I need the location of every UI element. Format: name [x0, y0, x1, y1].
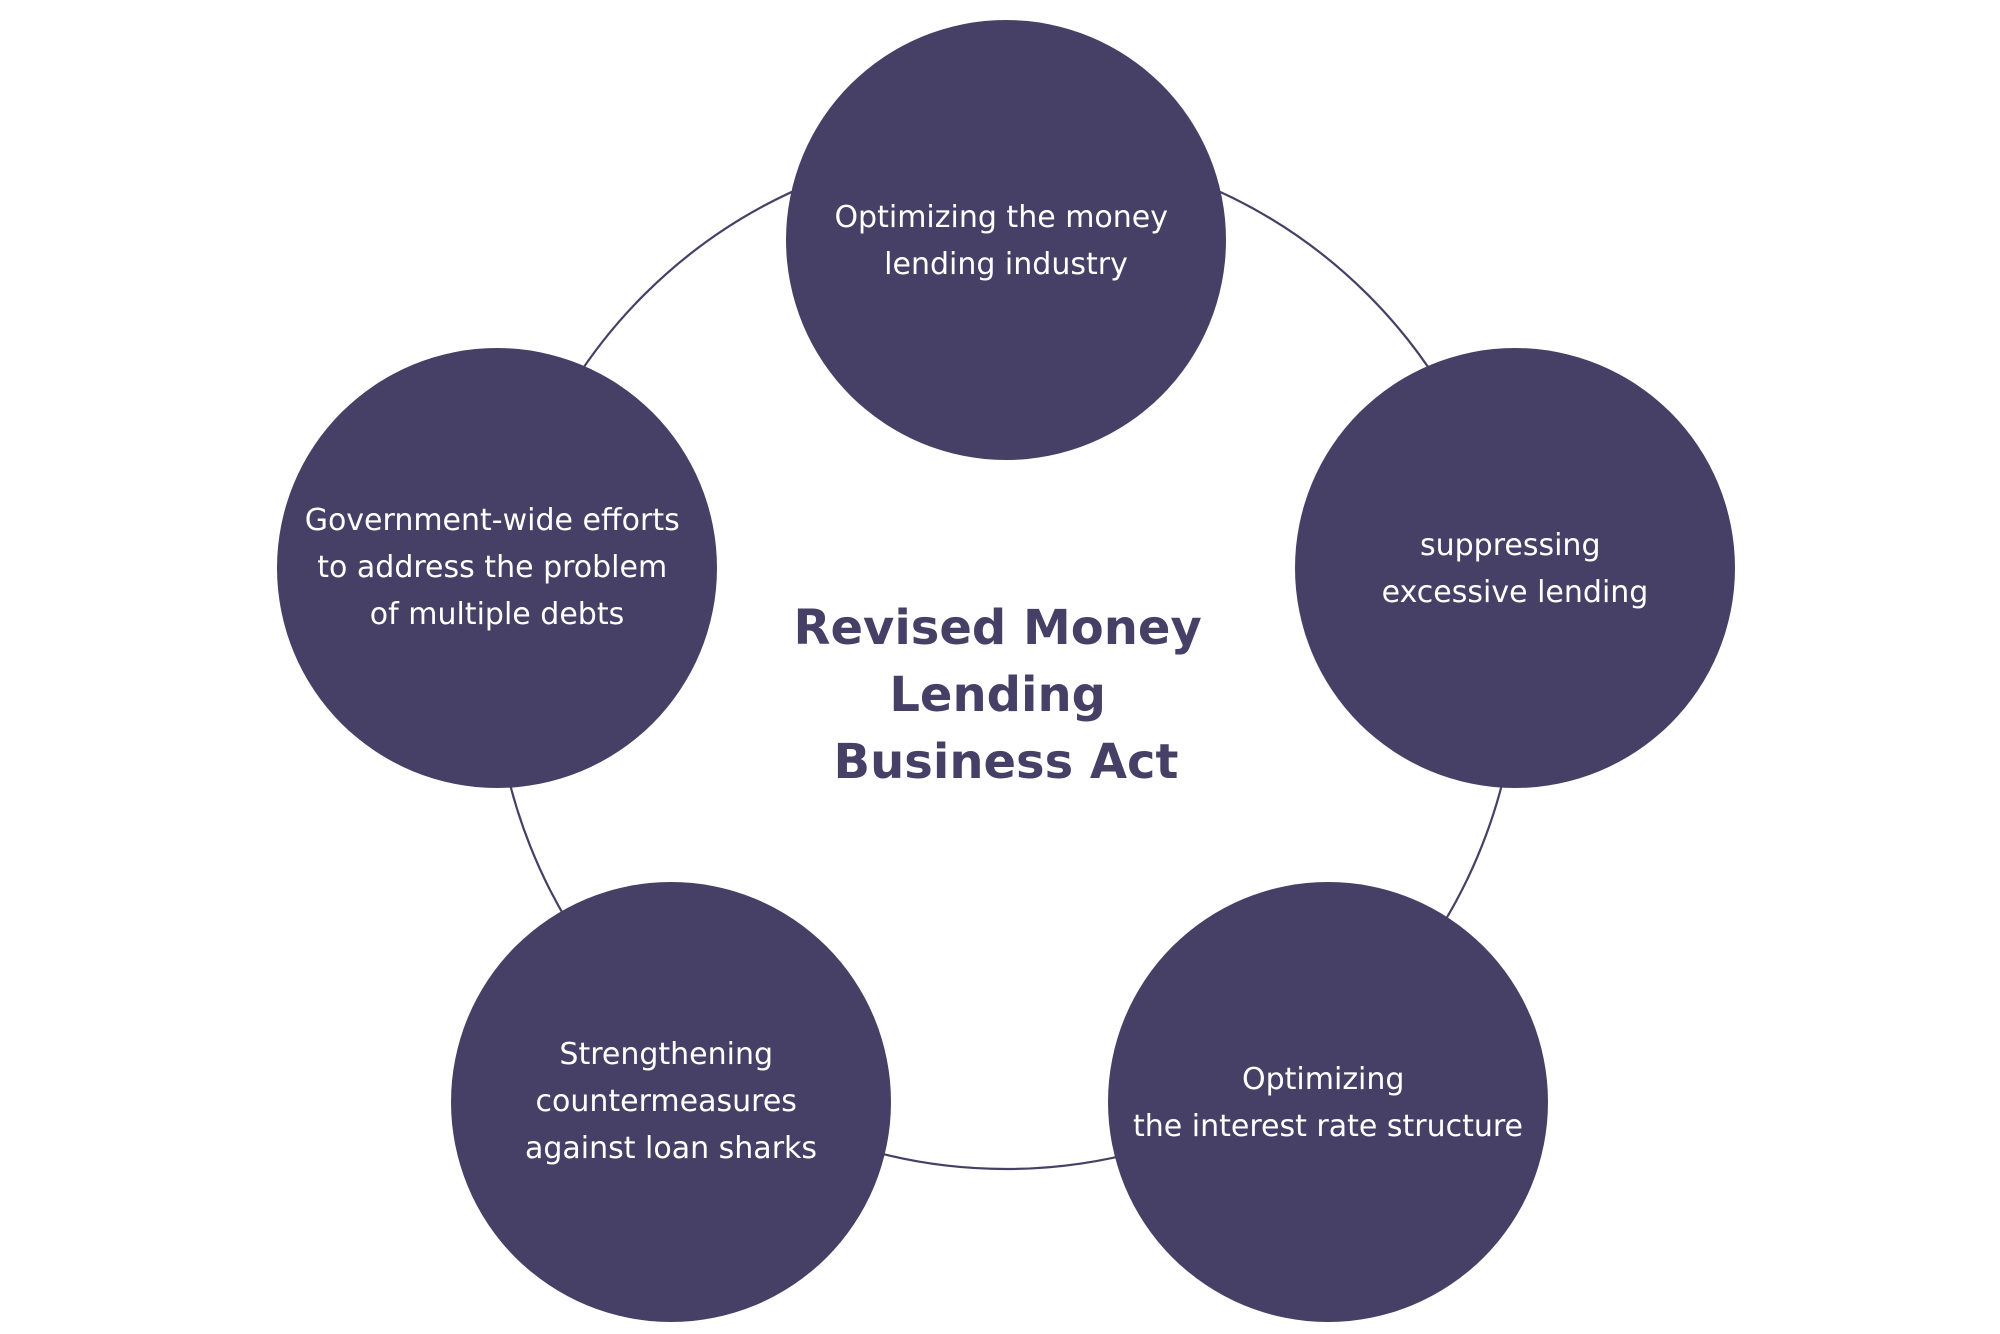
- node-label-line: the interest rate structure: [1133, 1109, 1523, 1144]
- node-label-line: to address the problem: [317, 550, 667, 585]
- node-label: Optimizing the interest rate structure: [1133, 1062, 1523, 1144]
- node-multiple-debts: Government-wide efforts to address the p…: [277, 348, 717, 788]
- node-circle: [451, 882, 891, 1322]
- center-title-line-1: Revised Money: [794, 600, 1202, 656]
- node-loan-sharks: Strengthening countermeasures against lo…: [451, 882, 891, 1322]
- node-label-line: Strengthening: [559, 1037, 773, 1072]
- center-title: Revised Money Lending Business Act: [794, 600, 1219, 790]
- node-label-line: Government-wide efforts: [305, 503, 680, 538]
- node-circle: [1295, 348, 1735, 788]
- node-label: suppressing excessive lending: [1382, 528, 1649, 610]
- node-label-line: of multiple debts: [370, 597, 624, 632]
- node-circle: [786, 20, 1226, 460]
- node-label: Government-wide efforts to address the p…: [305, 503, 690, 632]
- center-title-line-2: Lending: [889, 667, 1106, 723]
- node-label-line: against loan sharks: [525, 1131, 817, 1166]
- center-title-line-3: Business Act: [834, 734, 1179, 790]
- node-circle: [1108, 882, 1548, 1322]
- node-label-line: lending industry: [884, 247, 1128, 282]
- node-label-line: countermeasures: [536, 1084, 797, 1119]
- node-label-line: Optimizing: [1242, 1062, 1404, 1097]
- node-label: Optimizing the money lending industry: [834, 200, 1177, 282]
- node-label-line: excessive lending: [1382, 575, 1649, 610]
- node-label-line: Optimizing the money: [834, 200, 1168, 235]
- node-interest-rate: Optimizing the interest rate structure: [1108, 882, 1548, 1322]
- node-circle: [277, 348, 717, 788]
- node-suppressing-lending: suppressing excessive lending: [1295, 348, 1735, 788]
- node-label: Strengthening countermeasures against lo…: [525, 1037, 817, 1166]
- node-label-line: suppressing: [1420, 528, 1601, 563]
- node-optimizing-industry: Optimizing the money lending industry: [786, 20, 1226, 460]
